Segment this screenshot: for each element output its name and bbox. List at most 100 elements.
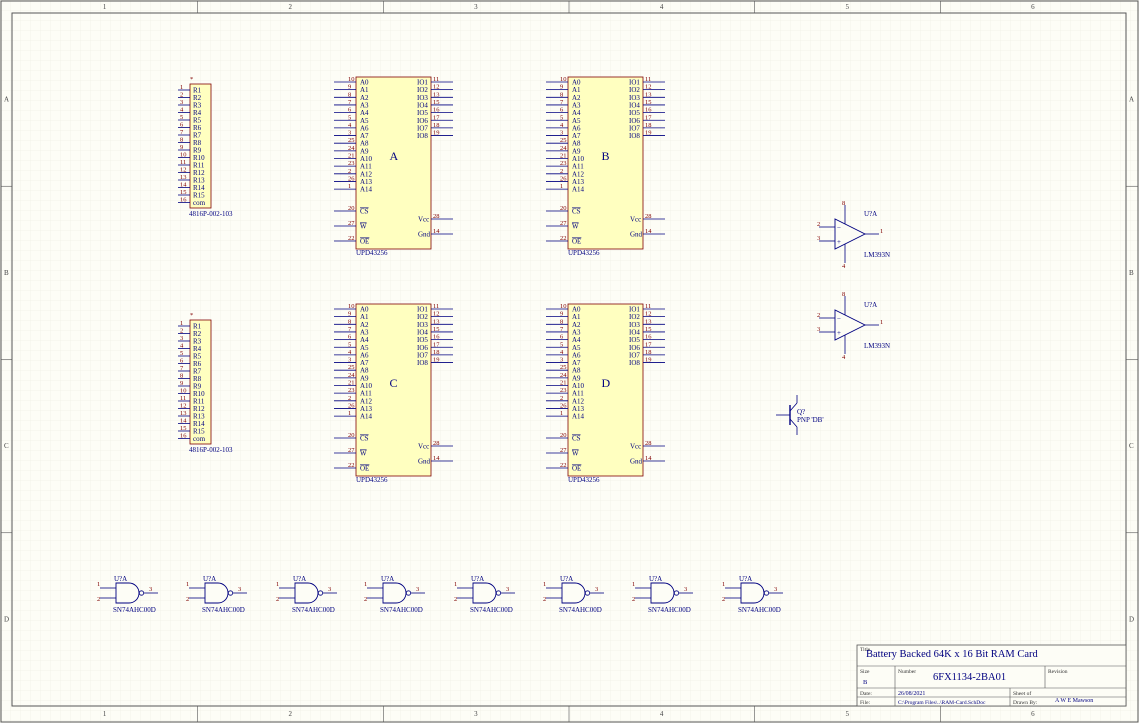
part-number: SN74AHC00D xyxy=(292,606,335,614)
pin-label: R1 xyxy=(193,87,202,95)
pin-number: 9 xyxy=(180,144,183,151)
pin-label: IO5 xyxy=(629,109,640,117)
part-number: SN74AHC00D xyxy=(470,606,513,614)
pin-number: 19 xyxy=(433,130,440,137)
pin-number: 4 xyxy=(842,263,846,270)
pin-number: 6 xyxy=(560,107,564,114)
pin-label: R4 xyxy=(193,109,202,117)
pin-number: 8 xyxy=(842,291,845,298)
pin-label: A4 xyxy=(360,109,369,117)
pin-label: A2 xyxy=(360,321,369,329)
pin-number: 15 xyxy=(645,99,652,106)
pin-number: 21 xyxy=(348,380,355,387)
pin-number: 6 xyxy=(180,358,184,365)
pin-label: R15 xyxy=(193,192,205,200)
pin-label: A9 xyxy=(360,374,369,382)
pin-number: 16 xyxy=(645,107,652,114)
pin-label: A0 xyxy=(572,79,581,87)
zone-row-left-A: A xyxy=(4,96,9,104)
pin-number: 11 xyxy=(433,76,439,83)
pin-number: 25 xyxy=(560,364,567,371)
ram-chip-body xyxy=(567,76,644,250)
pin-label: A11 xyxy=(572,163,584,171)
pin-label: R8 xyxy=(193,375,202,383)
pin-number: 3 xyxy=(774,586,777,593)
zone-col-top-4: 4 xyxy=(660,3,664,11)
pin-label: A5 xyxy=(572,117,581,125)
pin-number: 4 xyxy=(180,107,184,114)
pin-number: 23 xyxy=(348,387,355,394)
pin-label: IO2 xyxy=(629,86,640,94)
pin-number: 18 xyxy=(433,349,440,356)
part-number: LM393N xyxy=(864,342,890,350)
zone-col-bottom-4: 4 xyxy=(660,710,664,718)
pin-number: 1 xyxy=(180,84,183,91)
pin-number: 10 xyxy=(348,76,355,83)
nand-bubble xyxy=(138,590,145,596)
pin-number: 1 xyxy=(880,228,883,235)
pin-label: A0 xyxy=(572,306,581,314)
pin-label: A6 xyxy=(360,124,369,132)
pin-label: A5 xyxy=(360,117,369,125)
pin-number: 14 xyxy=(180,182,187,189)
pin-number: 1 xyxy=(632,581,635,588)
pin-number: 2 xyxy=(543,596,546,603)
pin-label: IO1 xyxy=(629,79,640,87)
part-number: SN74AHC00D xyxy=(380,606,423,614)
pin-label: A3 xyxy=(360,328,369,336)
comparator-triangle xyxy=(834,309,867,341)
pin-number: 3 xyxy=(560,130,563,137)
size-label: Size xyxy=(860,669,870,675)
pin-number: 21 xyxy=(348,153,355,160)
pin-label: Gnd xyxy=(630,231,643,239)
pin-number: 9 xyxy=(560,311,563,318)
pin-number: 9 xyxy=(348,84,351,91)
pin-number: 16 xyxy=(433,334,440,341)
pin-label: IO1 xyxy=(417,79,428,87)
pin-label: OE xyxy=(360,238,369,246)
pin-number: 18 xyxy=(433,122,440,129)
pin-number: 25 xyxy=(348,364,355,371)
pin-label: A2 xyxy=(572,94,581,102)
nand-bubble xyxy=(584,590,591,596)
designator: U?A xyxy=(293,575,306,583)
pin-number: 20 xyxy=(348,205,355,212)
pin-label: IO4 xyxy=(629,328,640,336)
pin-label: A13 xyxy=(572,405,585,413)
pin-number: 2 xyxy=(817,312,820,319)
pin-label: CS xyxy=(572,435,581,443)
nand-body xyxy=(115,582,140,604)
part-number: 4816P-002-103 xyxy=(189,210,233,218)
pin-number: 22 xyxy=(560,462,567,469)
pin-label: CS xyxy=(572,208,581,216)
pin-label: A13 xyxy=(360,178,373,186)
pin-number: 8 xyxy=(180,137,183,144)
pin-number: 5 xyxy=(180,350,183,357)
pin-number: 28 xyxy=(645,440,652,447)
pin-label: A7 xyxy=(360,359,369,367)
pin-number: 10 xyxy=(180,152,187,159)
pin-number: 15 xyxy=(433,326,440,333)
pin-label: A1 xyxy=(360,313,369,321)
pin-label: IO7 xyxy=(629,124,640,132)
minus-sign: − xyxy=(837,224,841,232)
file-value: C:\Program Files\..\RAM-Card.SchDoc xyxy=(898,700,986,706)
pin-label: A1 xyxy=(572,313,581,321)
pin-number: 1 xyxy=(186,581,189,588)
pin-number: 3 xyxy=(328,586,331,593)
pin-label: R13 xyxy=(193,413,205,421)
zone-row-left-B: B xyxy=(4,269,9,277)
pin-number: 25 xyxy=(560,137,567,144)
pin-number: 12 xyxy=(645,311,652,318)
pin-label: A10 xyxy=(360,382,373,390)
comparator-triangle xyxy=(834,218,867,250)
pin-number: 11 xyxy=(180,159,186,166)
pin-number: 3 xyxy=(348,357,351,364)
pin-number: 9 xyxy=(348,311,351,318)
pin-label: A12 xyxy=(572,170,585,178)
part-number: UPD43256 xyxy=(356,476,388,484)
pin-label: R10 xyxy=(193,154,205,162)
